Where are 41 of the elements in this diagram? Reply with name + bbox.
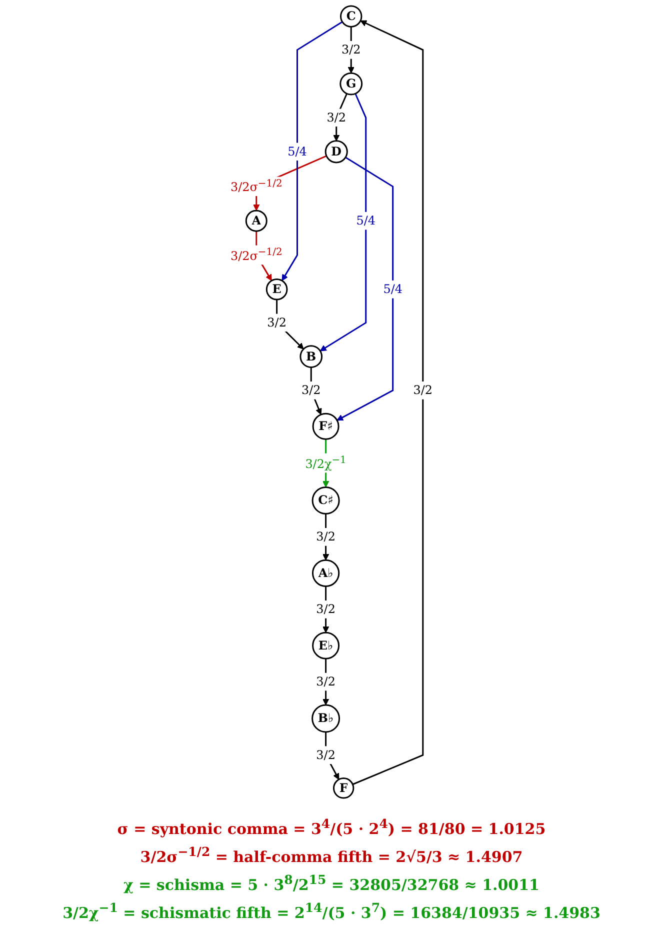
arrow: [325, 732, 340, 780]
node-circle: A: [245, 210, 268, 232]
edge-label: 3/2: [316, 529, 336, 544]
edge-label: 3/2: [316, 674, 336, 689]
arrow: [322, 586, 330, 633]
edge-label: 3/2: [326, 110, 346, 124]
arrow: [282, 21, 343, 281]
edge-label: 5/4: [356, 213, 376, 228]
node-circle: F♯: [312, 412, 340, 440]
node-circle: F: [332, 778, 354, 799]
edge-label: 3/2σ$^{−1/2}$: [230, 178, 282, 194]
edge-label: 3/2: [341, 42, 361, 57]
formula: χ = schisma = 5 · 3$^{8}$/2$^{15}$ = 32805/32768 ≈ 1.0011: [122, 872, 540, 894]
arrow: [352, 20, 424, 786]
node-circle: D: [324, 140, 348, 164]
arrow: [310, 367, 322, 415]
formula: 3/2χ$^{−1}$ = schismatic fifth = 2$^{14}$/(5 · 3$^{7}$) = 16384/10935 ≈ 1.4983: [62, 900, 600, 922]
edge-label: 3/2χ$^{−1}$: [305, 454, 346, 471]
edge-label: 3/2: [316, 748, 336, 762]
arrow: [336, 156, 394, 421]
arrow: [276, 300, 304, 350]
node-circle: C: [340, 5, 362, 28]
edge-label: 5/4: [383, 282, 402, 296]
arrow: [348, 26, 354, 74]
edge-label: 3/2: [301, 382, 321, 398]
node-circle: E: [266, 278, 288, 300]
edge-label: 3/2: [316, 602, 336, 616]
node-circle: C♯: [312, 486, 340, 514]
formula: σ = syntonic comma = 3$^{4}$/(5 · 2$^{4}$) = 81/80 = 1.0125: [116, 816, 547, 838]
node-circle: G: [340, 72, 363, 96]
edge-label: 3/2: [267, 315, 286, 330]
edge-label: 3/2σ$^{−1/2}$: [230, 246, 282, 263]
node-circle: B♭: [312, 704, 340, 733]
node-circle: E♭: [312, 632, 340, 660]
formula: 3/2σ$^{−1/2}$ = half-comma fifth = 2√5/3 ≈ 1.4907: [139, 844, 524, 866]
arrow: [322, 658, 330, 706]
node-circle: A♭: [312, 559, 340, 587]
edge-label: 3/2: [413, 382, 433, 398]
arrow: [322, 514, 330, 560]
edge-label: 5/4: [288, 144, 307, 158]
node-circle: B: [300, 345, 323, 368]
